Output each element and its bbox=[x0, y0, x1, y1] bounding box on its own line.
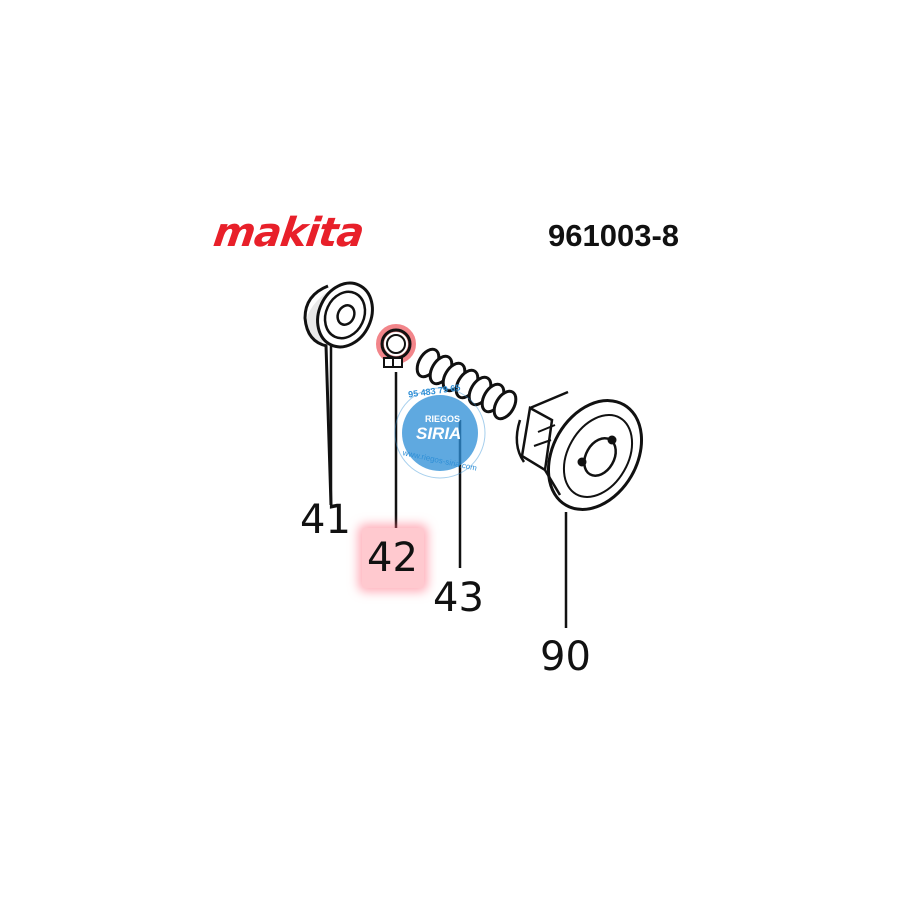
part-label-41[interactable]: 41 bbox=[300, 497, 351, 543]
part-number: 961003-8 bbox=[548, 218, 680, 253]
spring-43-drawing bbox=[415, 347, 518, 421]
ring-42-drawing bbox=[376, 324, 416, 368]
part-label-90[interactable]: 90 bbox=[540, 634, 591, 680]
riegos-siria-watermark bbox=[394, 387, 486, 479]
part-label-43[interactable]: 43 bbox=[433, 575, 484, 621]
bearing-41-drawing bbox=[303, 281, 374, 506]
watermark-brand-top: RIEGOS bbox=[425, 414, 461, 424]
highlight-42 bbox=[362, 528, 424, 588]
gear-90-drawing bbox=[515, 390, 644, 511]
part-label-42[interactable]: 42 bbox=[367, 535, 418, 581]
watermark-brand-main: SIRIA bbox=[416, 424, 462, 443]
